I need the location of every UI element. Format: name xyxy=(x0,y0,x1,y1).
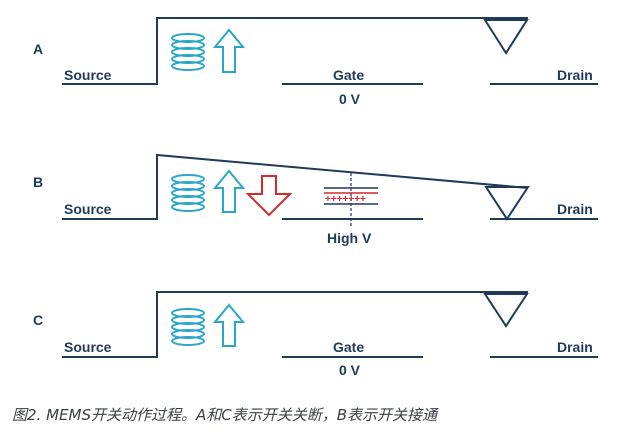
drain-label-c: Drain xyxy=(557,339,593,355)
panel-label-a: A xyxy=(33,41,43,57)
beam-a xyxy=(62,17,528,85)
panel-a: A Source Gate 0 V Drain xyxy=(33,17,598,107)
gate-label-a: Gate xyxy=(333,67,364,83)
panel-c: C Source Gate 0 V Drain xyxy=(33,291,598,378)
beam-b xyxy=(62,153,529,220)
beam-c xyxy=(62,291,528,358)
source-label-c: Source xyxy=(64,339,112,355)
panel-label-b: B xyxy=(33,174,43,190)
spring-icon xyxy=(171,174,205,212)
spring-icon xyxy=(171,308,205,346)
charge-symbols: +++++++ xyxy=(325,194,366,205)
spring-icon xyxy=(171,33,205,71)
source-label-a: Source xyxy=(64,67,112,83)
drain-label-b: Drain xyxy=(557,201,593,217)
drain-label-a: Drain xyxy=(557,67,593,83)
panel-b: B Source High V Drain +++++++ xyxy=(33,153,598,246)
gate-voltage-c: 0 V xyxy=(339,362,361,378)
contact-tip-b xyxy=(484,186,530,221)
spring-force-up-arrow-icon xyxy=(212,28,246,73)
capacitor-charges: +++++++ xyxy=(324,173,378,226)
gate-voltage-b: High V xyxy=(327,230,372,246)
contact-tip-c xyxy=(483,293,529,328)
spring-force-up-arrow-icon xyxy=(212,303,246,347)
gate-label-c: Gate xyxy=(333,339,364,355)
panel-label-c: C xyxy=(33,312,43,328)
contact-tip-a xyxy=(483,19,529,55)
spring-force-up-arrow-icon xyxy=(212,169,246,213)
figure-caption: 图2. MEMS开关动作过程。A和C表示开关关断，B表示开关接通 xyxy=(12,406,437,424)
source-label-b: Source xyxy=(64,201,112,217)
electrostatic-force-down-arrow-icon xyxy=(245,175,293,217)
gate-voltage-a: 0 V xyxy=(339,91,361,107)
